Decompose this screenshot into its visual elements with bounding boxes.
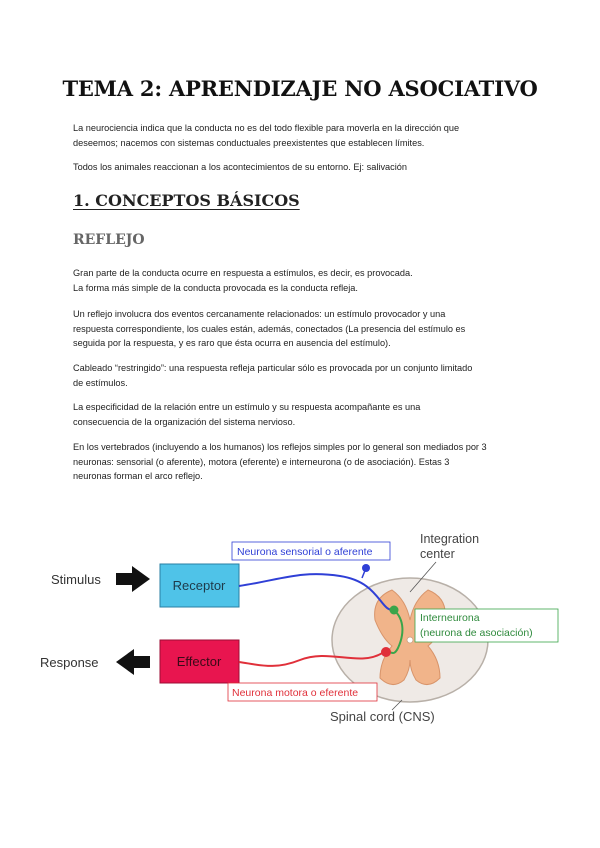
paragraph-5: En los vertebrados (incluyendo a los hum… (73, 440, 533, 484)
stimulus-arrow (116, 566, 150, 592)
interneuron-body (389, 605, 399, 615)
section-heading: 1. CONCEPTOS BÁSICOS (73, 191, 300, 210)
effector-box (159, 639, 240, 684)
motor-neuron-body (381, 647, 391, 657)
paragraph-line: seguida por la respuesta, y es raro que … (73, 338, 391, 348)
interneuron-label-box (414, 608, 559, 643)
effector-label: Effector (177, 654, 222, 669)
paragraph-line: neuronas: sensorial (o aferente), motora… (73, 456, 450, 467)
paragraph-1: Gran parte de la conducta ocurre en resp… (73, 266, 533, 295)
paragraph-line: respuesta correspondiente, los cuales es… (73, 323, 466, 334)
motor-label-box (227, 682, 378, 702)
intro-line: Todos los animales reaccionan a los acon… (73, 162, 407, 172)
paragraph-line: de estímulos. (73, 377, 128, 388)
intro-paragraph-2: Todos los animales reaccionan a los acon… (73, 160, 533, 175)
response-label: Response (40, 655, 99, 670)
paragraph-line: Gran parte de la conducta ocurre en resp… (73, 268, 413, 278)
page-title: TEMA 2: APRENDIZAJE NO ASOCIATIVO (62, 76, 538, 101)
paragraph-line: Un reflejo involucra dos eventos cercana… (73, 309, 446, 319)
interneuron-label: (neurona de asociación) (420, 627, 533, 639)
paragraph-4: La especificidad de la relación entre un… (73, 400, 533, 429)
response-arrow (116, 649, 150, 675)
receptor-box (159, 563, 240, 608)
spinal-cord-label: Spinal cord (CNS) (330, 709, 435, 724)
sensory-label: Neurona sensorial o aferente (237, 546, 373, 558)
paragraph-line: neuronas forman el arco reflejo. (73, 471, 203, 481)
paragraph-line: consecuencia de la organización del sist… (73, 416, 296, 427)
motor-label: Neurona motora o eferente (232, 687, 358, 699)
sensory-label-box (231, 541, 391, 561)
motor-neuron-path (238, 651, 385, 667)
subsection-heading: REFLEJO (73, 232, 145, 248)
integration-label: Integration (420, 532, 479, 546)
receptor-label: Receptor (173, 578, 226, 593)
interneuron-label: Interneurona (420, 612, 480, 624)
paragraph-line: En los vertebrados (incluyendo a los hum… (73, 442, 487, 452)
intro-line: deseemos; nacemos con sistemas conductua… (73, 137, 425, 148)
paragraph-line: Cableado “restringido”: una respuesta re… (73, 363, 473, 373)
intro-paragraph: La neurociencia indica que la conducta n… (73, 121, 533, 150)
intro-line: La neurociencia indica que la conducta n… (73, 123, 460, 133)
paragraph-2: Un reflejo involucra dos eventos cercana… (73, 307, 533, 351)
paragraph-line: La forma más simple de la conducta provo… (73, 282, 358, 293)
integration-label: center (420, 547, 455, 561)
reflex-arc-diagram: Stimulus Receptor Effector Response Neur… (40, 532, 559, 724)
stimulus-label: Stimulus (51, 572, 101, 587)
paragraph-line: La especificidad de la relación entre un… (73, 402, 421, 412)
sensory-neuron-path (238, 573, 395, 612)
paragraph-3: Cableado “restringido”: una respuesta re… (73, 361, 533, 390)
interneuron-path (387, 609, 404, 654)
